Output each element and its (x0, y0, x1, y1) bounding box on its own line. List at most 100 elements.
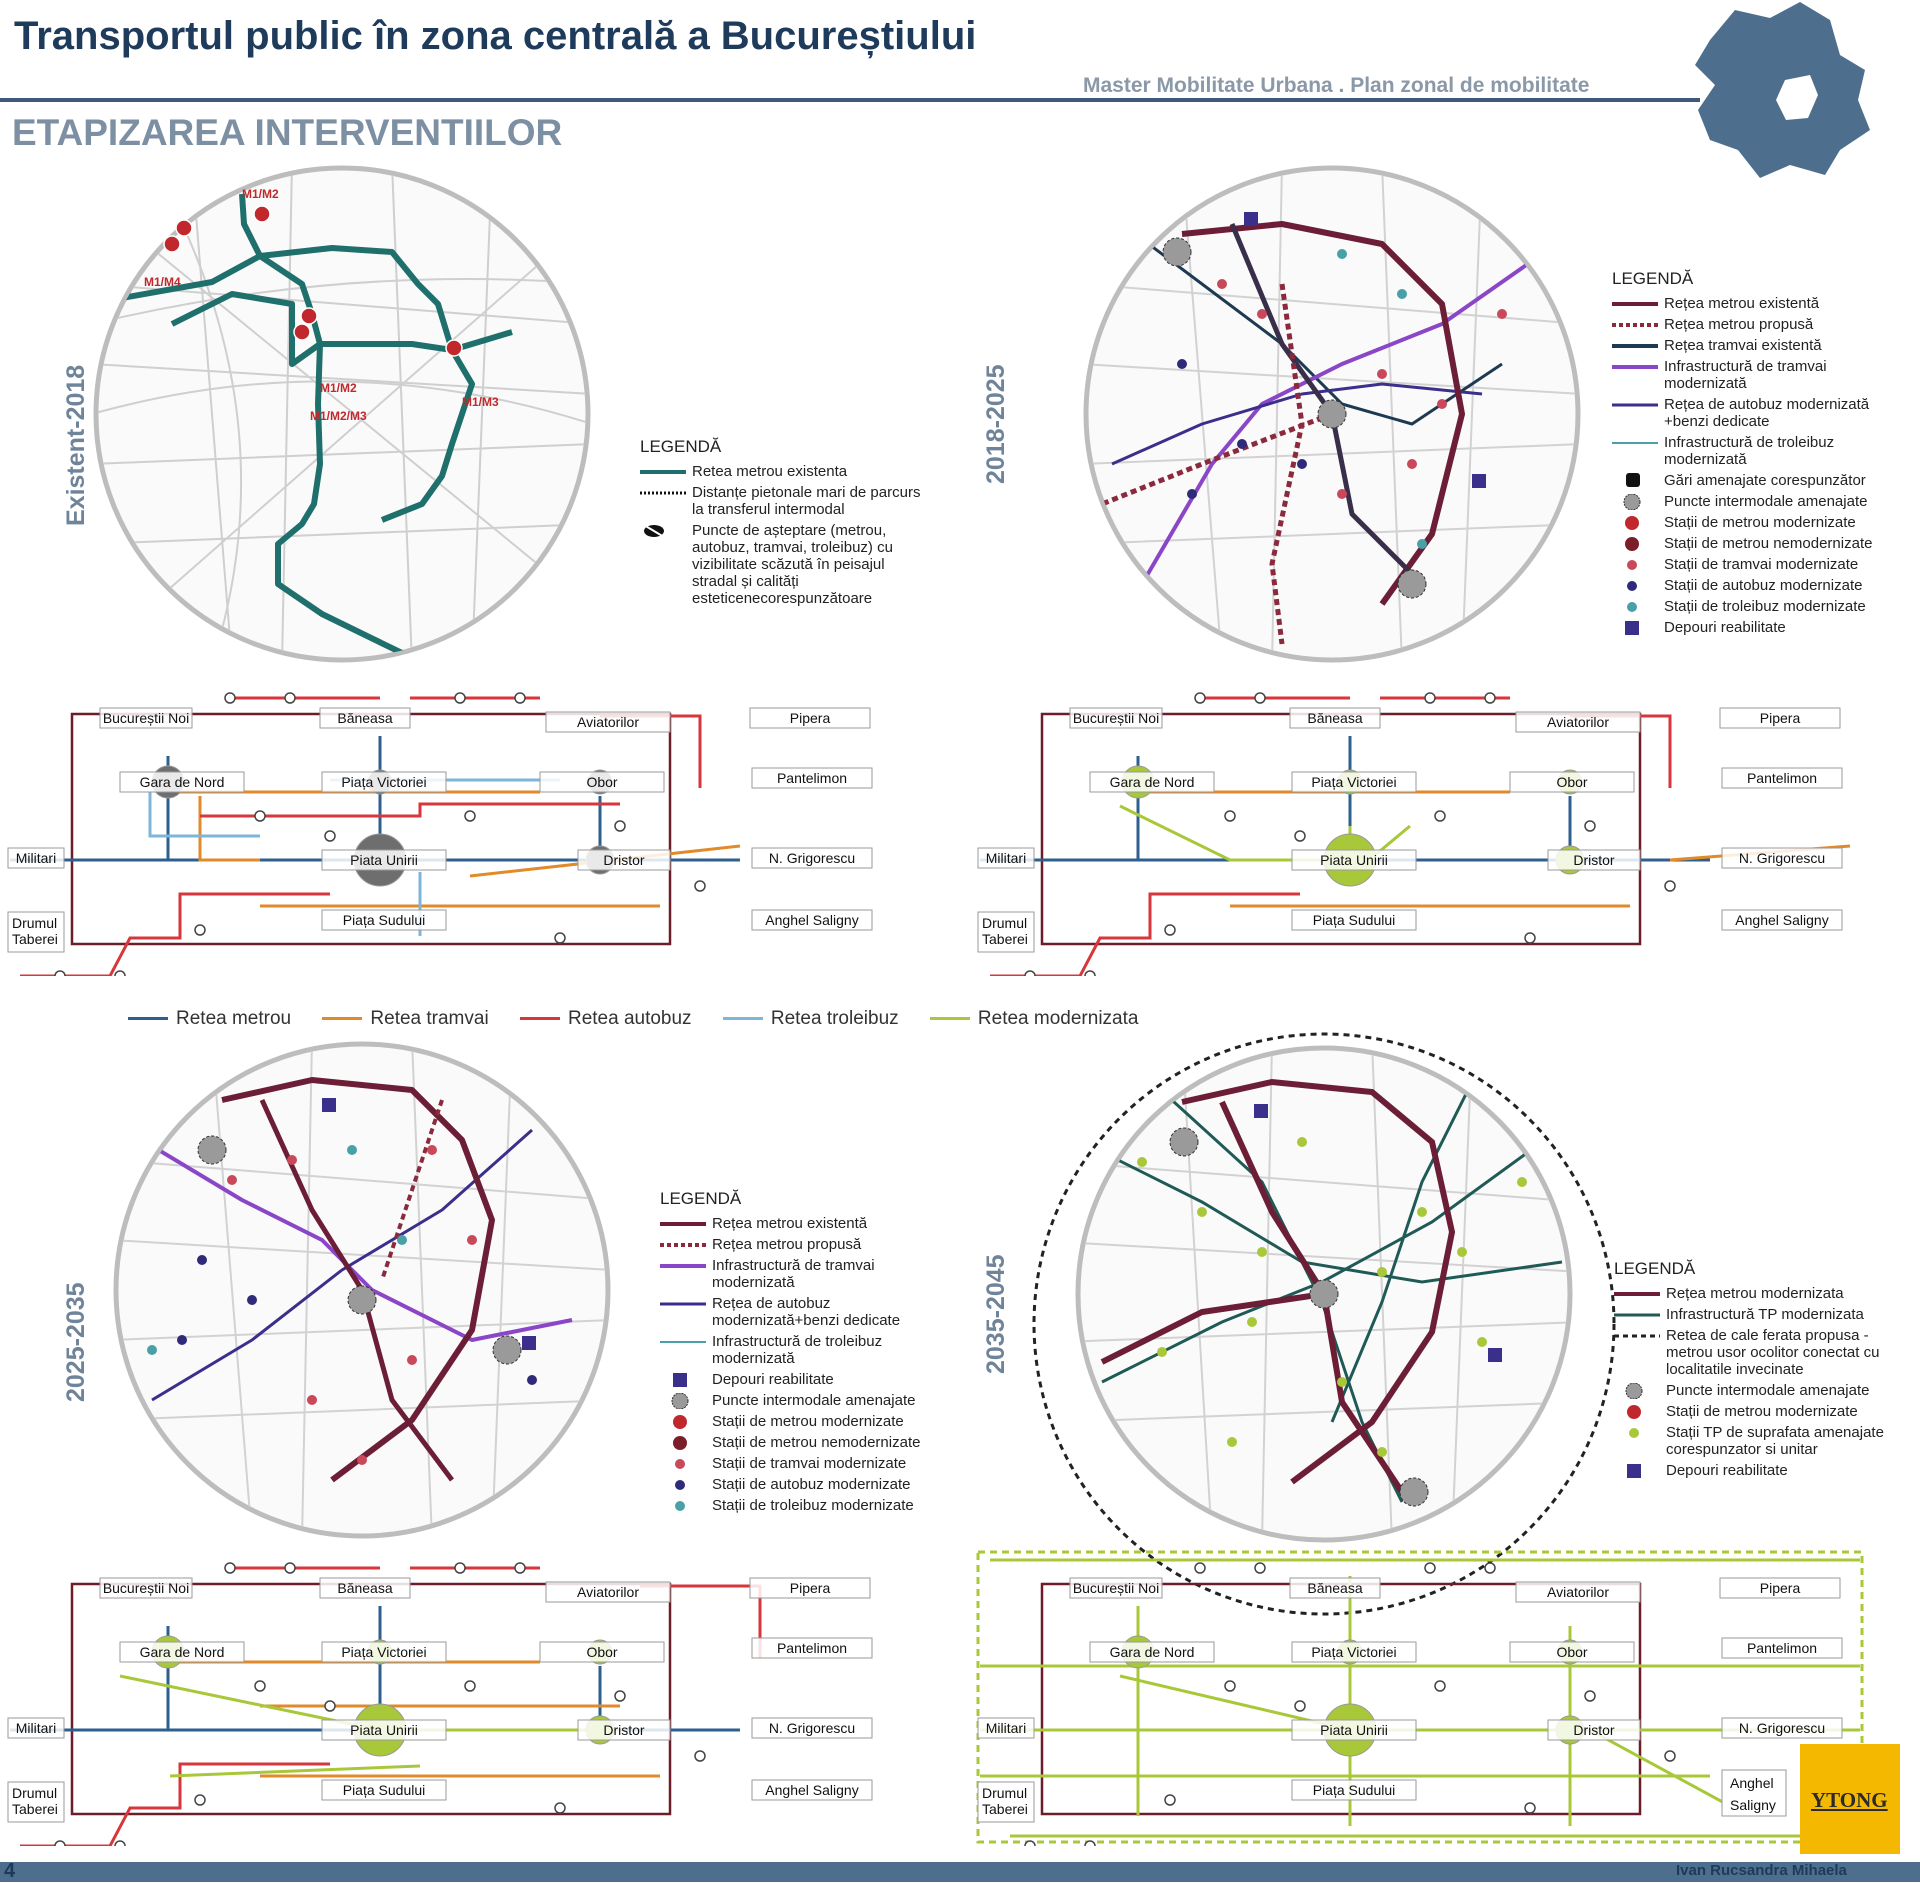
legend-title: LEGENDĂ (660, 1189, 742, 1208)
stop-marker (1254, 1562, 1266, 1574)
stop-marker (1434, 1680, 1446, 1692)
station-box (1721, 909, 1843, 931)
stop-marker (1424, 692, 1436, 704)
station-label: N. Grigorescu (769, 850, 855, 866)
legend-item: Depouri reabilitate (660, 1371, 950, 1388)
legend-item: Retea autobuz (519, 1008, 692, 1030)
stop-marker (1164, 1794, 1176, 1806)
teal-thin-line-icon (660, 1341, 706, 1343)
station-box (1547, 849, 1641, 871)
station-label: Piața Sudului (343, 912, 426, 928)
stop-marker (224, 1562, 236, 1574)
station-box (539, 1641, 665, 1663)
depot-icon (673, 1373, 687, 1387)
legend-panel-2: LEGENDĂ Rețea metrou existentă Rețea met… (1612, 270, 1902, 640)
maroon-line-icon (1612, 302, 1658, 306)
station-label: Băneasa (1307, 1580, 1362, 1596)
indigo-line-icon (660, 1302, 706, 1306)
legend-item: Stații de tramvai modernizate (660, 1455, 950, 1472)
stop-marker (1524, 932, 1536, 944)
train-icon (1626, 473, 1640, 487)
stop-marker (1524, 1802, 1536, 1814)
purple-line-icon (660, 1264, 706, 1268)
dotted-line-icon (640, 491, 686, 495)
network-line (20, 1762, 330, 1846)
legend-item: Stații de metrou modernizate (1612, 514, 1902, 531)
maroon-dotted-icon (660, 1243, 706, 1247)
map-label: M1/M3 (462, 395, 499, 409)
station-label: Dristor (1573, 852, 1615, 868)
stop-marker (554, 932, 566, 944)
legend-panel-3: LEGENDĂ Rețea metrou existentă Rețea met… (660, 1190, 950, 1518)
network-line (198, 796, 260, 862)
station-box (321, 849, 447, 871)
stop-marker (614, 1690, 626, 1702)
station-label: Anghel Saligny (765, 1782, 858, 1798)
station-box (977, 1717, 1035, 1739)
station-box (1721, 1769, 1787, 1817)
period-label: Existent-2018 (62, 364, 90, 526)
map-label: M1/M2/M3 (310, 409, 367, 423)
station-label: Obor (1556, 1644, 1587, 1660)
station-box (119, 771, 245, 793)
stop-marker (514, 1562, 526, 1574)
legend-item: Stații TP de suprafata amenajate corespu… (1614, 1424, 1904, 1458)
maroon-line-icon (1614, 1292, 1660, 1296)
station-box (751, 1637, 873, 1659)
legend-item: Puncte de așteptare (metrou, autobuz, tr… (640, 522, 930, 607)
station-box (1089, 771, 1215, 793)
station-label: Obor (1556, 774, 1587, 790)
station-box (99, 1577, 193, 1599)
station-label: Militari (986, 850, 1026, 866)
legend-title: LEGENDĂ (1612, 269, 1694, 288)
station-label: Taberei (982, 1801, 1028, 1817)
stop-marker (1024, 970, 1036, 976)
map-label: M1/M4 (144, 275, 181, 289)
stop-marker (1664, 1750, 1676, 1762)
header-rule (0, 98, 1700, 102)
stop-marker (54, 970, 66, 976)
legend-panel-1: LEGENDĂ Retea metrou existenta Distanțe … (640, 438, 930, 611)
station-label: Obor (586, 1644, 617, 1660)
station-label: Anghel Saligny (1735, 912, 1828, 928)
stop-marker (464, 810, 476, 822)
depot-icon (1627, 1464, 1641, 1478)
station-label: Taberei (12, 931, 58, 947)
legend-item: Retea metrou (128, 1008, 291, 1030)
station-box (1721, 847, 1843, 869)
station-box (1721, 767, 1843, 789)
stop-marker (1484, 692, 1496, 704)
station-box (749, 707, 871, 729)
indigo-dot-icon (675, 1480, 685, 1490)
indigo-line-icon (1612, 403, 1658, 407)
purple-line-icon (1612, 365, 1658, 369)
legend-item: Infrastructură TP modernizata (1614, 1306, 1904, 1323)
brand-label: YTONG (1811, 1788, 1888, 1812)
station-label: Piața Victoriei (1311, 774, 1396, 790)
station-box (321, 1779, 447, 1801)
period-label: 2025-2035 (62, 1282, 90, 1402)
network-line (148, 792, 260, 838)
station-box (751, 1717, 873, 1739)
author-name: Ivan Rucsandra Mihaela (1676, 1862, 1847, 1879)
map-existent-2018: M1/M2 M1/M4 M1/M2 M1/M2/M3 M1/M3 (93, 165, 591, 663)
station-box (1291, 771, 1417, 793)
legend-item: Rețea de autobuz modernizată+benzi dedic… (660, 1295, 950, 1329)
station-label: Bucureștii Noi (1073, 710, 1159, 726)
stop-marker (254, 1680, 266, 1692)
stop-marker (1224, 810, 1236, 822)
legend-item: Rețea de autobuz modernizată +benzi dedi… (1612, 396, 1902, 430)
legend-item: Retea modernizata (929, 1008, 1138, 1030)
station-label: Drumul (12, 915, 57, 931)
metro-modern-icon (1625, 516, 1639, 530)
station-label: N. Grigorescu (1739, 1720, 1825, 1736)
station-label: Aviatorilor (577, 1584, 639, 1600)
legend-item: Stații de autobuz modernizate (660, 1476, 950, 1493)
legend-item: Depouri reabilitate (1614, 1462, 1904, 1479)
station-label: Gara de Nord (140, 1644, 225, 1660)
station-label: Aviatorilor (577, 714, 639, 730)
station-box (119, 1641, 245, 1663)
station-label: Aviatorilor (1547, 714, 1609, 730)
teal-line-icon (1614, 1313, 1660, 1317)
